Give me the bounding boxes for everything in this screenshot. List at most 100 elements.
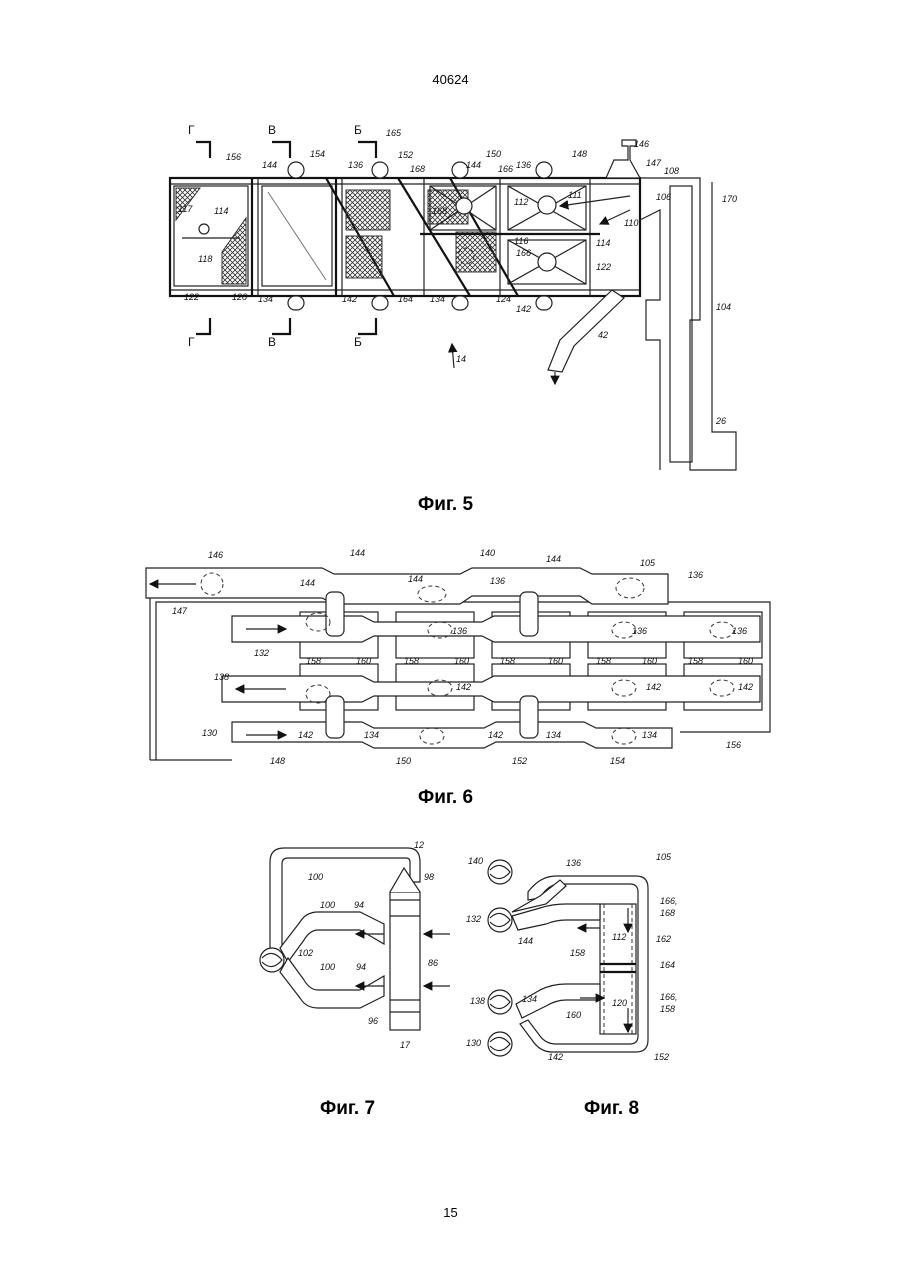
reference-numeral: 158 [500, 656, 515, 666]
reference-numeral: 166 [498, 164, 513, 174]
reference-numeral: 150 [396, 756, 411, 766]
reference-numeral: 158 [660, 1004, 675, 1014]
reference-numeral: 112 [514, 197, 528, 207]
reference-numeral: 160 [548, 656, 563, 666]
reference-numeral: 158 [570, 948, 585, 958]
reference-numeral: 136 [688, 570, 703, 580]
reference-numeral: 158 [404, 656, 419, 666]
reference-numeral: 100 [320, 962, 335, 972]
reference-numeral: 147 [646, 158, 662, 168]
reference-numeral: 12 [414, 840, 424, 850]
figure-7-caption: Фиг. 7 [320, 1098, 375, 1120]
reference-numeral: 140 [480, 548, 495, 558]
reference-numeral: 142 [646, 682, 661, 692]
reference-numeral: 120 [612, 998, 627, 1008]
reference-numeral: 160 [566, 1010, 581, 1020]
reference-numeral: 152 [398, 150, 413, 160]
reference-numeral: 136 [732, 626, 747, 636]
reference-numeral: 150 [486, 149, 501, 159]
reference-numeral: 122 [184, 292, 199, 302]
reference-numeral: 136 [566, 858, 581, 868]
reference-numeral: 134 [642, 730, 657, 740]
section-mark: Г [188, 335, 195, 349]
reference-numeral: 120 [232, 292, 247, 302]
reference-numeral: 142 [548, 1052, 563, 1062]
reference-numeral: 166 [516, 248, 531, 258]
reference-numeral: 124 [496, 294, 511, 304]
reference-numeral: 111 [568, 190, 582, 200]
reference-numeral: 168 [432, 206, 447, 216]
reference-numeral: 144 [546, 554, 561, 564]
section-mark: Б [354, 335, 362, 349]
reference-numeral: 142 [488, 730, 503, 740]
reference-numeral: 160 [738, 656, 753, 666]
reference-numeral: 114 [596, 238, 610, 248]
reference-numeral: 144 [408, 574, 423, 584]
reference-numeral: 166, [660, 992, 678, 1002]
reference-numeral: 142 [516, 304, 531, 314]
reference-numeral: 144 [300, 578, 315, 588]
section-mark: В [268, 123, 276, 137]
reference-numeral: 148 [572, 149, 587, 159]
reference-numeral: 156 [226, 152, 241, 162]
figure-6-caption: Фиг. 6 [418, 787, 473, 809]
reference-numeral: 138 [214, 672, 229, 682]
reference-numeral: 134 [258, 294, 273, 304]
reference-numeral: 146 [208, 550, 223, 560]
reference-numeral: 118 [198, 254, 212, 264]
reference-numeral: 154 [610, 756, 625, 766]
reference-numeral: 160 [642, 656, 657, 666]
reference-numeral: 136 [490, 576, 505, 586]
reference-numeral: 158 [306, 656, 321, 666]
reference-numeral: 158 [596, 656, 611, 666]
reference-numeral: 134 [430, 294, 445, 304]
reference-numeral: 110 [624, 218, 638, 228]
reference-numeral: 132 [466, 914, 481, 924]
figure-8-caption: Фиг. 8 [584, 1098, 639, 1120]
reference-numeral: 122 [596, 262, 611, 272]
reference-numeral: 134 [522, 994, 537, 1004]
reference-numeral: 100 [320, 900, 335, 910]
figure-8-drawing [488, 860, 648, 1056]
reference-numeral: 138 [470, 996, 485, 1006]
reference-numeral: 42 [598, 330, 608, 340]
reference-numeral: 136 [348, 160, 363, 170]
reference-numeral: 136 [632, 626, 647, 636]
reference-numeral: 130 [466, 1038, 481, 1048]
reference-numeral: 162 [656, 934, 671, 944]
figure-7-drawing [260, 848, 450, 1030]
reference-numeral: 140 [468, 856, 483, 866]
reference-numeral: 94 [356, 962, 366, 972]
reference-numeral: 142 [738, 682, 753, 692]
reference-numeral: 108 [664, 166, 679, 176]
section-mark: Г [188, 123, 195, 137]
reference-numeral: 26 [715, 416, 726, 426]
reference-numeral: 132 [254, 648, 269, 658]
reference-numeral: 142 [456, 682, 471, 692]
reference-numeral: 112 [612, 932, 626, 942]
reference-numeral: 144 [466, 160, 481, 170]
reference-numeral: 100 [308, 872, 323, 882]
reference-numeral: 96 [368, 1016, 378, 1026]
reference-numeral: 166, [660, 896, 678, 906]
page-number: 15 [0, 1205, 901, 1220]
reference-numeral: 102 [298, 948, 313, 958]
reference-numeral: 152 [654, 1052, 669, 1062]
reference-numeral: 158 [688, 656, 703, 666]
reference-numeral: 156 [726, 740, 741, 750]
figure-5-drawing [170, 140, 736, 470]
reference-numeral: 105 [656, 852, 672, 862]
reference-numeral: 160 [356, 656, 371, 666]
reference-numeral: 94 [354, 900, 364, 910]
reference-numeral: 142 [298, 730, 313, 740]
figure-5-caption: Фиг. 5 [418, 494, 473, 516]
reference-numeral: 164 [660, 960, 675, 970]
reference-numeral: 168 [660, 908, 675, 918]
reference-numeral: 144 [350, 548, 365, 558]
section-mark: Б [354, 123, 362, 137]
reference-numeral: 114 [214, 206, 228, 216]
reference-numeral: 130 [202, 728, 217, 738]
reference-numeral: 98 [424, 872, 434, 882]
reference-numeral: 146 [634, 139, 649, 149]
